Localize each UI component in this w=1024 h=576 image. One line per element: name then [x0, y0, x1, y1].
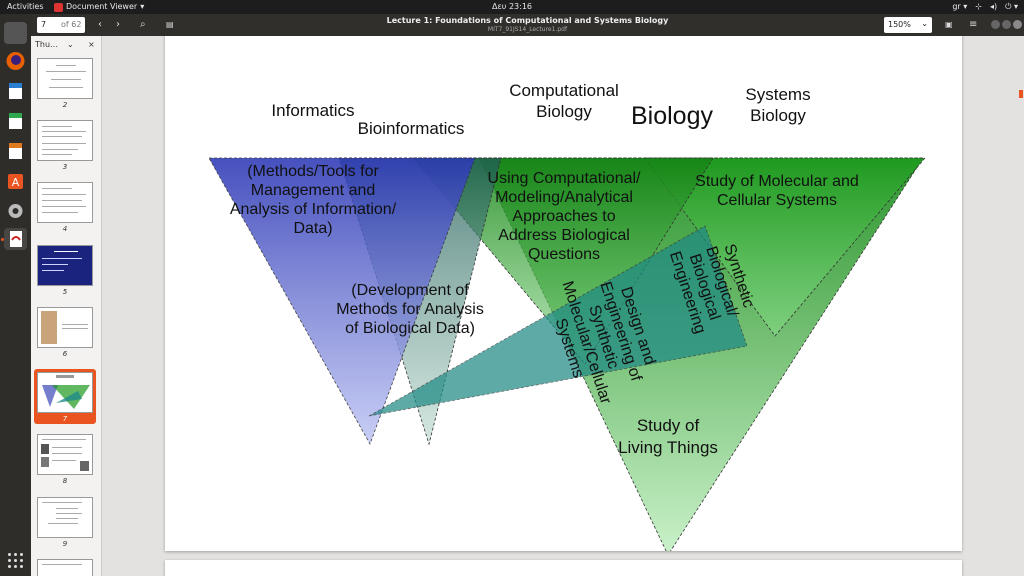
informatics-label: Informatics	[271, 101, 354, 120]
biology-desc-line1: Study of	[637, 416, 700, 435]
thumbnail-label: 9	[62, 540, 68, 548]
sidebar-mode-label[interactable]: Thu…	[35, 40, 59, 49]
page-number-field[interactable]: 7 of 62	[37, 17, 85, 33]
activities-button[interactable]: Activities	[7, 2, 44, 11]
thumbnail-label: 8	[62, 477, 68, 485]
chevron-down-icon[interactable]: ⌄	[67, 40, 74, 49]
page-thumbnail[interactable]	[37, 434, 93, 475]
informatics-triangle	[208, 157, 476, 445]
chevron-down-icon: ⌄	[921, 19, 928, 28]
page-thumbnail[interactable]	[37, 245, 93, 286]
window-title: Lecture 1: Foundations of Computational …	[31, 16, 1024, 34]
page-thumbnail[interactable]	[37, 497, 93, 538]
document-filename: MIT7_91JS14_Lecture1.pdf	[487, 26, 568, 33]
settings-icon[interactable]	[4, 200, 27, 222]
bookmark-icon[interactable]: ▣	[945, 20, 953, 29]
thumbnail-label: 3	[62, 163, 68, 171]
chevron-down-icon: ▾	[140, 2, 145, 11]
page-thumbnail[interactable]	[37, 559, 93, 576]
volume-icon[interactable]: ◂)	[989, 2, 998, 11]
app-menu[interactable]: Document Viewer ▾	[54, 0, 144, 14]
document-view[interactable]: Informatics Bioinformatics Computational…	[102, 36, 1024, 576]
previous-page-icon[interactable]: ‹	[98, 19, 102, 30]
informatics-desc-line1: (Methods/Tools for	[247, 163, 379, 180]
compbio-desc-line1: Using Computational/	[488, 170, 642, 187]
synthetic-biology-shape	[368, 225, 748, 417]
page-thumbnail-current[interactable]	[37, 372, 93, 413]
thumbnail-label: 7	[62, 415, 68, 423]
bioinformatics-desc-line1: (Development of	[351, 282, 469, 299]
search-icon[interactable]: ⌕	[140, 19, 146, 30]
computational-biology-label-line2: Biology	[536, 102, 592, 121]
scrollbar-indicator[interactable]	[1019, 90, 1023, 98]
page-thumbnail[interactable]	[37, 307, 93, 348]
calc-icon[interactable]	[4, 110, 27, 132]
app-name: Document Viewer	[66, 2, 138, 11]
menu-icon[interactable]: ≡	[969, 19, 978, 30]
svg-text:A: A	[12, 176, 20, 189]
informatics-desc-line4: Data)	[293, 220, 332, 237]
clock[interactable]: Δευ 23:16	[491, 2, 533, 11]
compbio-desc-line2: Modeling/Analytical	[495, 189, 633, 206]
power-icon[interactable]: ⏻ ▾	[1005, 2, 1018, 11]
keyboard-layout[interactable]: gr ▾	[952, 2, 968, 11]
informatics-desc-line2: Management and	[251, 182, 376, 199]
bioinformatics-desc-line2: Methods for Analysis	[336, 301, 484, 318]
maximize-button[interactable]	[1002, 20, 1011, 29]
thumbnail-sidebar: Thu… ⌄ × 2 3 4 5 6 7 8	[31, 36, 102, 576]
compbio-desc-line4: Address Biological	[498, 227, 630, 244]
compbio-desc-line5: Questions	[528, 246, 600, 263]
document-viewer-icon	[54, 2, 63, 12]
running-indicator	[1, 238, 4, 241]
dock: A	[0, 14, 31, 576]
page-thumbnail[interactable]	[37, 58, 93, 99]
thumbnail-label: 2	[62, 101, 68, 109]
systems-biology-label-line2: Biology	[750, 106, 806, 125]
files-icon[interactable]	[4, 22, 27, 44]
document-viewer-icon[interactable]	[4, 228, 27, 250]
impress-icon[interactable]	[4, 140, 27, 162]
bioinformatics-label: Bioinformatics	[358, 119, 465, 138]
thumbnail-label: 5	[62, 288, 68, 296]
bioinformatics-desc-line3: of Biological Data)	[345, 320, 475, 337]
next-page-icon[interactable]: ›	[116, 19, 120, 30]
zoom-value: 150%	[888, 20, 911, 29]
biology-label: Biology	[631, 102, 713, 130]
thumbnail-label: 4	[62, 225, 68, 233]
venn-triangle-diagram: Informatics Bioinformatics Computational…	[208, 81, 926, 551]
annotations-icon[interactable]: ▤	[166, 20, 174, 29]
page-number-value[interactable]: 7	[41, 20, 47, 29]
document-page: Informatics Bioinformatics Computational…	[165, 36, 962, 551]
firefox-icon[interactable]	[4, 50, 27, 72]
systems-biology-label-line1: Systems	[745, 85, 810, 104]
computational-biology-label-line1: Computational	[509, 81, 619, 100]
biology-desc-line2: Living Things	[618, 438, 718, 457]
network-icon[interactable]: ⊹	[975, 2, 982, 11]
minimize-button[interactable]	[991, 20, 1000, 29]
next-document-page	[165, 560, 962, 576]
show-applications-icon[interactable]	[8, 553, 23, 568]
close-icon[interactable]: ×	[88, 40, 95, 49]
systems-desc-line2: Cellular Systems	[717, 192, 837, 209]
zoom-select[interactable]: 150% ⌄	[884, 17, 932, 33]
systems-desc-line1: Study of Molecular and	[695, 173, 859, 190]
page-total: of 62	[61, 20, 82, 29]
compbio-desc-line3: Approaches to	[512, 208, 615, 225]
keyboard-layout-label: gr	[952, 2, 961, 11]
page-thumbnail[interactable]	[37, 182, 93, 223]
document-title: Lecture 1: Foundations of Computational …	[386, 16, 669, 25]
top-bar: Activities Document Viewer ▾ Δευ 23:16 g…	[0, 0, 1024, 14]
page-thumbnail[interactable]	[37, 120, 93, 161]
informatics-desc-line3: Analysis of Information/	[230, 201, 397, 218]
close-window-button[interactable]	[1013, 20, 1022, 29]
header-bar: 7 of 62 ‹ › ⌕ ▤ Lecture 1: Foundations o…	[31, 14, 1024, 36]
writer-icon[interactable]	[4, 80, 27, 102]
thumbnail-label: 6	[62, 350, 68, 358]
software-center-icon[interactable]: A	[4, 170, 27, 192]
